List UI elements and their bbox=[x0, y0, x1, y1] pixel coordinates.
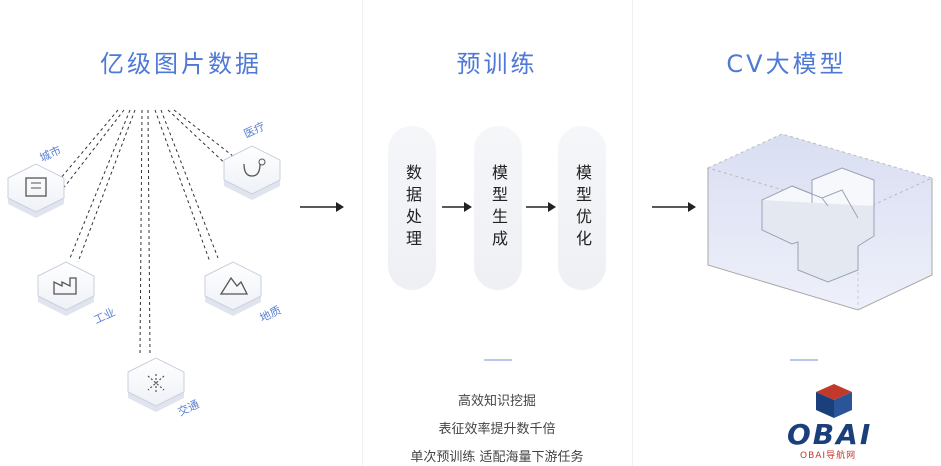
city-building-icon bbox=[7, 163, 65, 218]
traffic-icon bbox=[127, 357, 185, 412]
source-label-geology: 地质 bbox=[258, 304, 283, 325]
stethoscope-icon bbox=[223, 145, 281, 200]
feature-item: 高效知识挖掘 bbox=[457, 394, 536, 409]
section-dash bbox=[790, 359, 818, 361]
arrow-right-icon bbox=[300, 202, 344, 212]
data-panel: 亿级图片数据 城市 bbox=[0, 0, 362, 466]
step-label: 模型优化 bbox=[573, 164, 592, 252]
model-panel: CV大模型 bbox=[632, 0, 941, 466]
feature-item: 单次预训练 适配海量下游任务 bbox=[410, 450, 584, 465]
step-label: 模型生成 bbox=[489, 164, 508, 252]
feature-item: 表征效率提升数千倍 bbox=[438, 422, 556, 437]
step-label: 数据处理 bbox=[403, 164, 422, 252]
data-sources-diagram: 城市 医疗 工业 地质 交通 bbox=[7, 109, 344, 419]
arrow-right-icon bbox=[442, 202, 472, 212]
section-dash bbox=[484, 359, 512, 361]
panel-divider bbox=[632, 0, 633, 466]
logo-cube-icon bbox=[816, 384, 852, 418]
pretrain-panel-title: 预训练 bbox=[456, 50, 538, 78]
source-label-industry: 工业 bbox=[92, 306, 117, 327]
geology-icon bbox=[204, 261, 262, 316]
model-diagram bbox=[652, 133, 934, 311]
logo-subtitle: OBAI导航网 bbox=[800, 451, 857, 461]
factory-icon bbox=[37, 261, 95, 316]
source-label-medical: 医疗 bbox=[241, 119, 267, 141]
data-panel-title: 亿级图片数据 bbox=[100, 50, 262, 78]
source-label-city: 城市 bbox=[37, 143, 63, 165]
arrow-right-icon bbox=[526, 202, 556, 212]
logo-text: OBAI bbox=[787, 418, 873, 451]
pretrain-panel: 预训练 数据处理 模型生成 模型优化 高效知识挖掘 表征效率提升数千倍 单次预训… bbox=[362, 0, 632, 466]
step-arrows bbox=[442, 202, 556, 212]
step-model-optimization: 模型优化 bbox=[558, 126, 606, 290]
step-data-processing: 数据处理 bbox=[388, 126, 436, 290]
step-model-generation: 模型生成 bbox=[474, 126, 522, 290]
panel-divider bbox=[362, 0, 363, 466]
arrow-right-icon bbox=[652, 202, 696, 212]
hexagon-block-icon bbox=[761, 167, 875, 283]
model-panel-title: CV大模型 bbox=[726, 50, 847, 78]
